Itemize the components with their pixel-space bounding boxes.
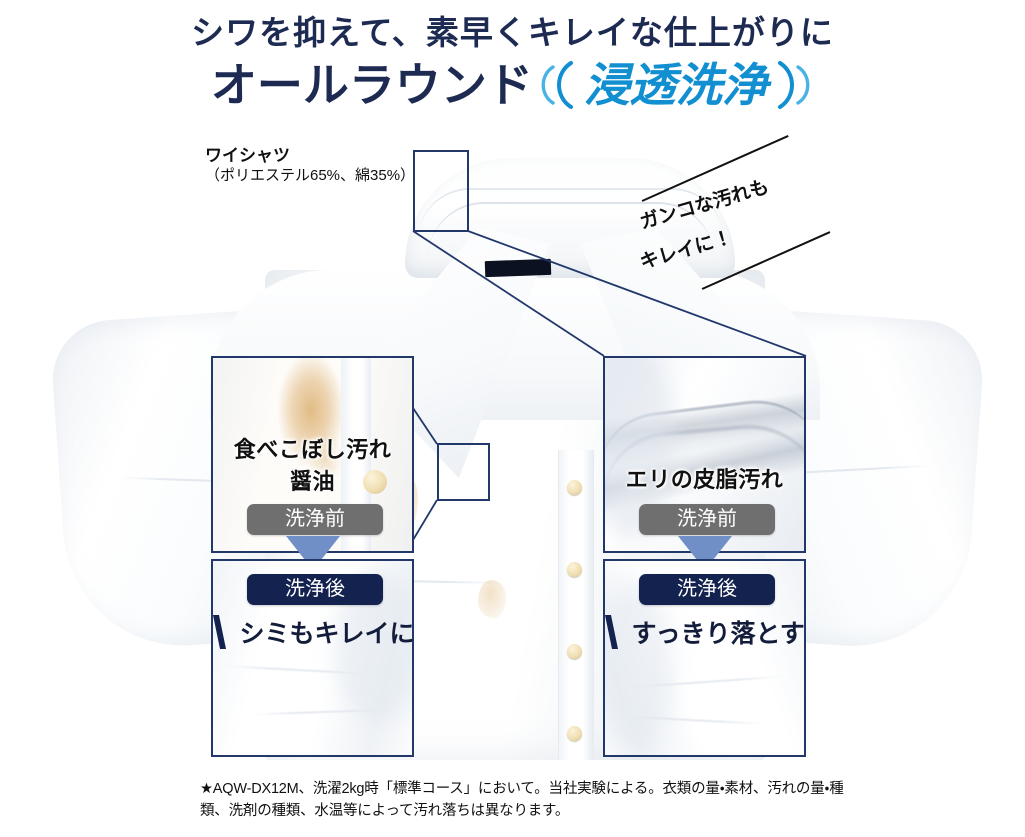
panel-right-before-badge: 洗浄前 [639, 504, 775, 535]
panel-left-after: 洗浄後 シミもキレイに [211, 559, 414, 757]
panel-left-after-result-row: シミもキレイに [213, 614, 412, 650]
panel-right-after-result: すっきり落とす [631, 620, 805, 648]
footnote-disclaimer: ★AQW-DX12M、洗濯2kg時「標準コース」において。当社実験による。衣類の… [200, 781, 844, 820]
headline-main: オールラウンド 浸透洗浄 [0, 55, 1025, 115]
shirt-placket [558, 450, 594, 760]
headline-allround-text: オールラウンド [210, 59, 533, 111]
panel-right-before: エリの皮脂汚れ 洗浄前 [603, 356, 806, 553]
shirt-photo [0, 120, 1025, 780]
headline-subtitle: シワを抑えて、素早くキレイな仕上がりに [191, 14, 834, 51]
shirt-button [567, 726, 582, 741]
tough-stain-callout: ガンコな汚れも キレイに！ [636, 134, 831, 290]
panel-right-before-title-1: エリの皮脂汚れ [625, 467, 784, 492]
callout-line-1: ガンコな汚れも [637, 176, 772, 234]
panel-left-after-badge: 洗浄後 [247, 574, 383, 605]
shirt-care-tag [484, 258, 552, 278]
panel-button [363, 470, 387, 494]
arc-left-icon [537, 57, 579, 117]
collar-focus-box [413, 150, 469, 232]
shirt-button [567, 644, 582, 659]
shirt-spec-name: ワイシャツ [205, 146, 290, 165]
panel-left-before-title-1: 食べこぼし汚れ [233, 437, 392, 462]
shirt-spec-label: ワイシャツ （ポリエステル65%、綿35%） [205, 145, 415, 186]
emphasis-tick-left-icon [213, 615, 226, 649]
shirt-illustration [48, 150, 987, 760]
shirt-collar-seam-outer [418, 188, 724, 240]
panel-right-after-result-row: すっきり落とす [605, 614, 804, 650]
panel-shade [605, 581, 675, 751]
shirt-button [567, 480, 582, 495]
panel-left-before: 食べこぼし汚れ 醤油 洗浄前 [211, 356, 414, 553]
stain-focus-box [437, 443, 490, 501]
shirt-button [567, 562, 582, 577]
panel-left-before-badge: 洗浄前 [247, 504, 383, 535]
panel-right-after: 洗浄後 すっきり落とす [603, 559, 806, 757]
headline-accent-text: 浸透洗浄 [583, 59, 768, 111]
emphasis-tick-left-icon [605, 615, 618, 649]
arc-right-icon [772, 57, 814, 117]
panel-left-after-result: シミもキレイに [239, 620, 414, 648]
panel-left-before-title-2: 醤油 [289, 469, 335, 494]
panel-right-after-badge: 洗浄後 [639, 574, 775, 605]
soy-sauce-stain-secondary [478, 580, 506, 618]
shirt-spec-material: （ポリエステル65%、綿35%） [205, 167, 416, 185]
shirt-collar-seam-inner [428, 202, 714, 258]
